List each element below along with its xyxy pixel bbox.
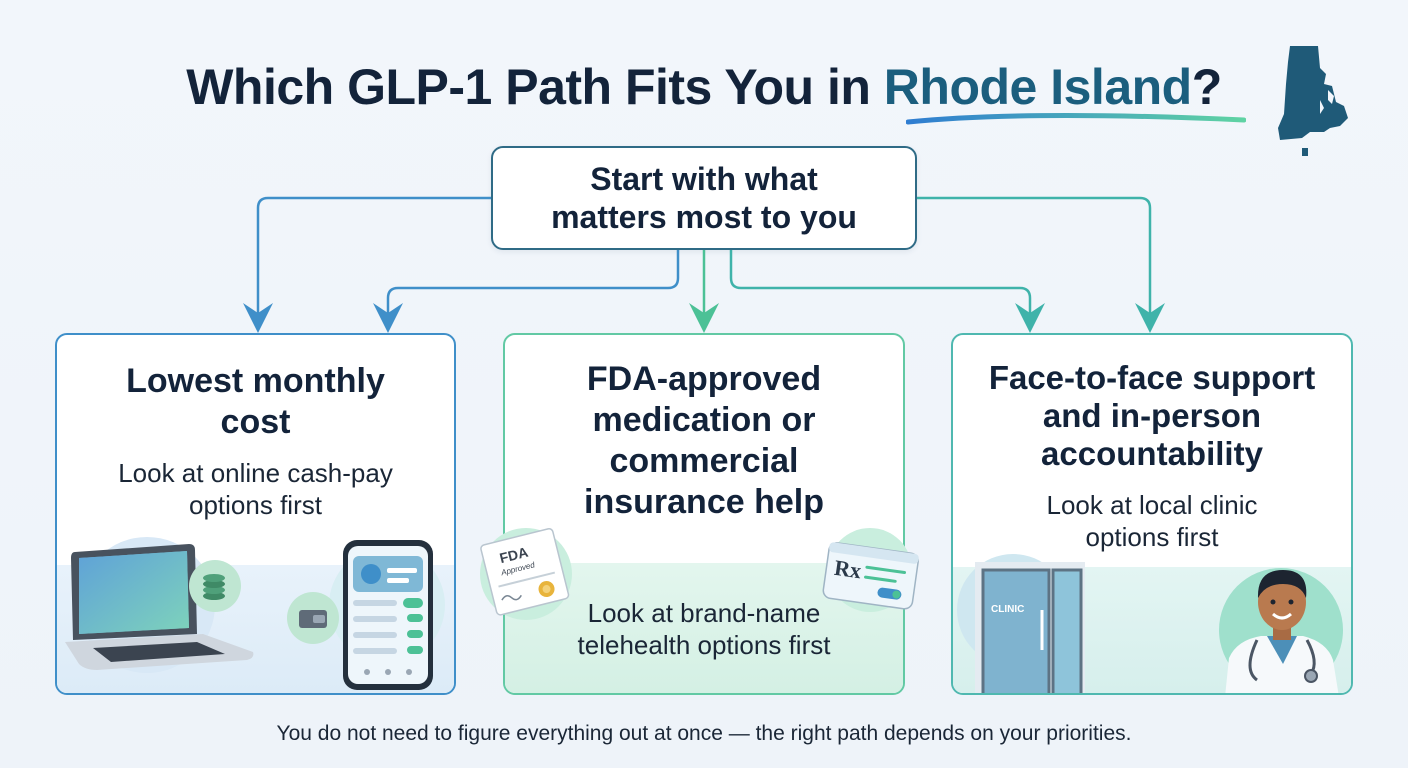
- online-pay-illustration: [65, 537, 445, 690]
- option-text: Look at brand-name telehealth options fi…: [577, 598, 831, 660]
- rhode-island-map-icon: [1278, 46, 1348, 156]
- doctor-icon: [1219, 568, 1343, 693]
- rx-card-icon: Rx: [822, 528, 919, 612]
- option-card-fda-approved[interactable]: FDA-approved medication or commercial in…: [503, 333, 905, 695]
- phone-icon: [343, 540, 433, 690]
- certificate-brand: FDA: [498, 544, 530, 566]
- wallet-icon: [287, 592, 339, 644]
- option-heading: Lowest monthly cost: [126, 362, 385, 441]
- arrow-right-inner: [729, 250, 1045, 333]
- page-title: Which GLP-1 Path Fits You in Rhode Islan…: [0, 58, 1408, 116]
- title-prefix: Which GLP-1 Path Fits You in: [186, 59, 884, 115]
- fda-certificate-icon: FDA Approved: [480, 528, 572, 620]
- footer-note: You do not need to figure everything out…: [276, 722, 1132, 745]
- flow-arrows: [243, 196, 1165, 333]
- clinic-illustration: CLINIC: [957, 554, 1343, 693]
- clinic-sign: CLINIC: [991, 604, 1024, 615]
- start-box: Start with what matters most to you: [491, 146, 917, 250]
- start-text: Start with what matters most to you: [551, 161, 857, 235]
- option-card-lowest-cost[interactable]: Lowest monthly cost Look at online cash-…: [55, 333, 456, 695]
- option-heading: Face-to-face support and in-person accou…: [988, 359, 1316, 472]
- option-card-in-person[interactable]: Face-to-face support and in-person accou…: [951, 333, 1353, 695]
- title-underline: [906, 112, 1246, 125]
- arrow-left-outer: [243, 196, 491, 333]
- option-text: Look at online cash-pay options first: [118, 458, 393, 520]
- title-highlight: Rhode Island: [883, 59, 1192, 115]
- coins-icon: [189, 560, 241, 612]
- clinic-door-icon: CLINIC: [957, 554, 1085, 693]
- arrow-right-outer: [917, 196, 1165, 333]
- laptop-icon: [65, 544, 254, 670]
- title-suffix: ?: [1191, 59, 1223, 115]
- arrow-left-inner: [373, 250, 680, 333]
- option-text: Look at local clinic options first: [1046, 490, 1258, 552]
- rx-symbol: Rx: [833, 555, 863, 583]
- option-heading: FDA-approved medication or commercial in…: [584, 360, 824, 521]
